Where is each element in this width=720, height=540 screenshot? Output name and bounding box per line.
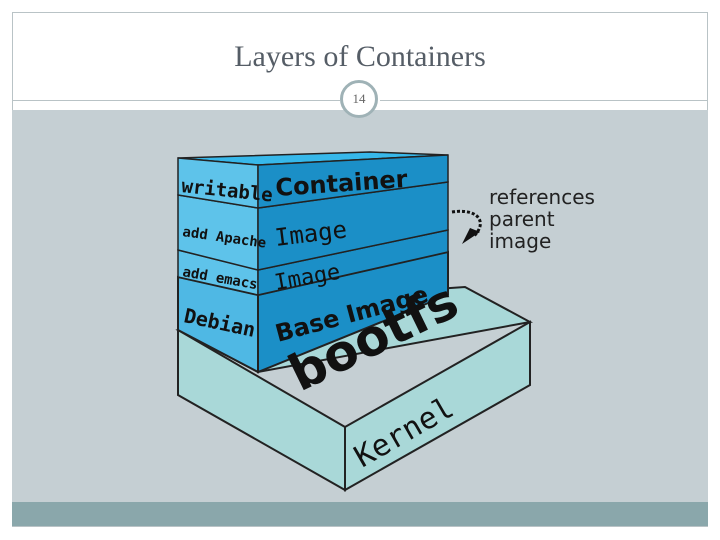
reference-arrow xyxy=(451,209,482,238)
layer-writable-front xyxy=(257,154,449,209)
annotation-line-3: image xyxy=(489,229,551,253)
annotation-line-2: parent xyxy=(489,207,555,231)
title-rule-left xyxy=(12,100,340,101)
title-rule-right xyxy=(380,100,708,101)
reference-arrowhead-icon xyxy=(462,228,480,244)
kernel-front-face xyxy=(344,320,531,492)
footer-bar xyxy=(12,502,708,526)
annotation-line-1: references xyxy=(489,185,595,209)
slide-title: Layers of Containers xyxy=(234,40,486,73)
page-number-badge: 14 xyxy=(340,80,378,118)
